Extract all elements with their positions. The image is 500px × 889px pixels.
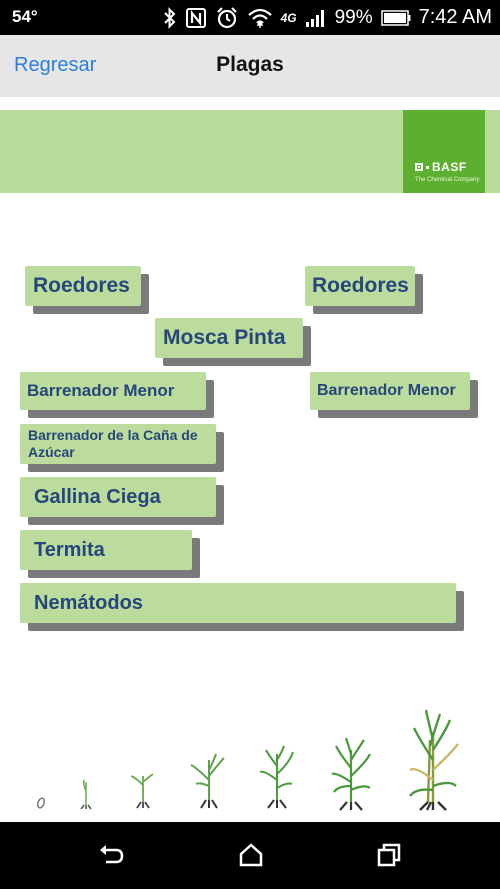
- pest-button-nematodos[interactable]: Nemátodos: [20, 583, 456, 623]
- sugarcane-growth-illustration: [36, 709, 459, 811]
- pest-button-label: Barrenador Menor: [27, 381, 175, 400]
- pest-button-termita[interactable]: Termita: [20, 530, 192, 570]
- clock: 7:42 AM: [418, 6, 492, 28]
- alarm-icon: [215, 6, 239, 30]
- sprout-stage-2-icon: [130, 773, 154, 809]
- battery-icon: [380, 9, 411, 26]
- pest-button-roedores[interactable]: Roedores: [305, 266, 415, 306]
- basf-tagline: The Chemical Company: [415, 177, 480, 183]
- pest-button-label: Termita: [34, 538, 105, 561]
- pest-button-label: Roedores: [312, 274, 409, 297]
- pest-button-label: Barrenador Menor: [317, 382, 456, 399]
- seed-icon: [36, 797, 46, 809]
- sprout-stage-5-icon: [331, 737, 371, 811]
- status-icons: 4G 99% 7:42 AM: [163, 0, 492, 35]
- pest-button-label: Nemátodos: [34, 591, 143, 614]
- sprout-stage-4-icon: [259, 745, 294, 809]
- pest-button-mosca-pinta[interactable]: Mosca Pinta: [155, 318, 303, 358]
- pest-button-label: Mosca Pinta: [163, 326, 286, 349]
- sprout-stage-6-icon: [409, 709, 459, 811]
- sprout-stage-3-icon: [190, 753, 225, 809]
- pest-button-barrenador-menor[interactable]: Barrenador Menor: [20, 372, 206, 410]
- wifi-icon: [247, 7, 273, 29]
- basf-square-icon: [415, 163, 423, 171]
- basf-logo: BASF The Chemical Company: [403, 110, 485, 193]
- pest-button-label: Roedores: [33, 274, 130, 297]
- network-type: 4G: [280, 10, 297, 25]
- battery-percent: 99%: [334, 6, 373, 28]
- pest-button-roedores[interactable]: Roedores: [25, 266, 141, 306]
- bluetooth-icon: [163, 6, 177, 29]
- home-icon[interactable]: [236, 840, 266, 870]
- pest-button-barrenador-cana[interactable]: Barrenador de la Caña de Azúcar: [20, 424, 216, 464]
- sprout-stage-1-icon: [80, 779, 92, 810]
- back-button[interactable]: Regresar: [14, 54, 97, 76]
- recents-icon[interactable]: [374, 840, 404, 870]
- basf-dot-icon: [426, 165, 429, 169]
- pest-button-gallina-ciega[interactable]: Gallina Ciega: [20, 477, 216, 517]
- basf-wordmark: BASF: [415, 160, 467, 174]
- navigation-bar: Plagas Regresar: [0, 35, 500, 97]
- temperature-readout: 54°: [12, 7, 38, 26]
- basf-logo-text: BASF: [432, 160, 467, 174]
- nfc-icon: [185, 7, 207, 29]
- status-bar: 54° 4G 99% 7:42 AM: [0, 0, 500, 35]
- pest-button-label: Barrenador de la Caña de Azúcar: [28, 427, 198, 460]
- pest-button-label: Gallina Ciega: [34, 485, 161, 508]
- back-icon[interactable]: [96, 840, 126, 870]
- page-title: Plagas: [216, 53, 284, 76]
- signal-icon: [305, 8, 327, 28]
- pest-button-barrenador-menor[interactable]: Barrenador Menor: [310, 372, 470, 410]
- android-navigation-bar: [0, 822, 500, 889]
